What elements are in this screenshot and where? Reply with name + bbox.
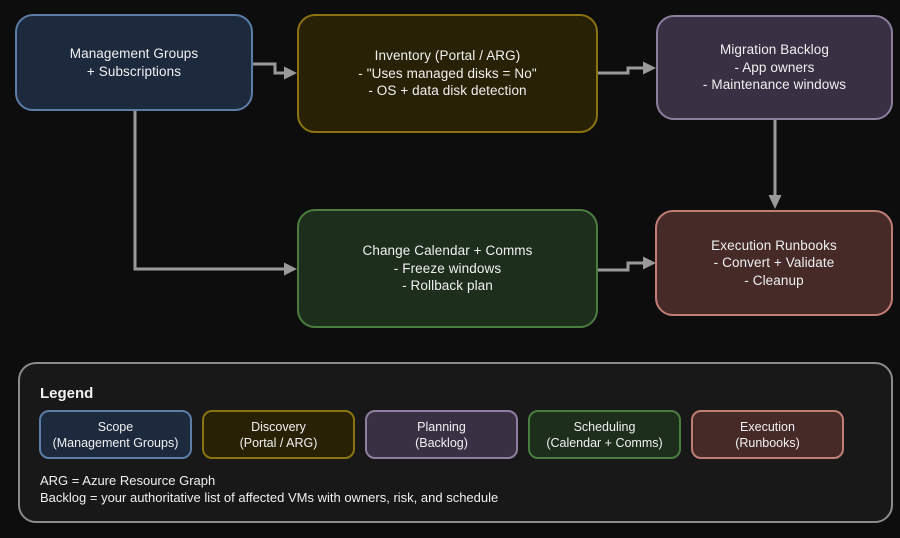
legend-swatch-subtitle: (Backlog) [415, 435, 468, 450]
arrowhead-execution-top [768, 195, 782, 209]
node-execution-line: - Cleanup [744, 272, 804, 288]
legend-notes: ARG = Azure Resource Graph Backlog = you… [40, 473, 498, 506]
node-scope: Management Groups + Subscriptions [15, 14, 253, 111]
legend-swatch-subtitle: (Runbooks) [735, 435, 800, 450]
legend-panel: Legend Scope (Management Groups) Discove… [18, 362, 893, 523]
node-discovery-line: - OS + data disk detection [368, 83, 527, 99]
node-discovery: Inventory (Portal / ARG) - "Uses managed… [297, 14, 598, 133]
node-scheduling-line: - Rollback plan [402, 278, 493, 294]
connector-scheduling-to-execution [598, 261, 644, 272]
node-scheduling-line: - Freeze windows [393, 260, 502, 276]
node-discovery-line: - "Uses managed disks = No" [358, 65, 537, 81]
connector-scope-to-scheduling [133, 111, 285, 271]
arrowhead-execution-left [643, 256, 656, 270]
legend-swatch-planning: Planning (Backlog) [365, 410, 518, 459]
node-scheduling-line: Change Calendar + Comms [362, 243, 533, 259]
legend-note-arg: ARG = Azure Resource Graph [40, 473, 216, 488]
legend-swatch-discovery: Discovery (Portal / ARG) [202, 410, 355, 459]
node-planning-line: - Maintenance windows [702, 77, 847, 93]
node-execution-line: Execution Runbooks [711, 237, 837, 253]
legend-note-backlog: Backlog = your authoritative list of aff… [40, 489, 499, 505]
legend-swatch-title: Scope [97, 419, 134, 434]
legend-swatch-title: Execution [740, 419, 795, 434]
arrowhead-discovery [284, 66, 297, 80]
legend-swatch-scheduling: Scheduling (Calendar + Comms) [528, 410, 681, 459]
legend-swatch-title: Planning [417, 419, 466, 434]
node-planning: Migration Backlog - App owners - Mainten… [656, 15, 893, 120]
legend-swatch-title: Scheduling [573, 419, 636, 434]
node-planning-line: - App owners [734, 59, 815, 75]
node-discovery-line: Inventory (Portal / ARG) [374, 48, 521, 64]
legend-swatch-subtitle: (Calendar + Comms) [546, 435, 663, 450]
legend-title: Legend [40, 385, 94, 402]
arrowhead-scheduling [284, 262, 297, 276]
legend-swatch-subtitle: (Management Groups) [52, 435, 179, 450]
legend-swatch-subtitle: (Portal / ARG) [239, 435, 318, 450]
node-scheduling: Change Calendar + Comms - Freeze windows… [297, 209, 598, 328]
legend-swatch-execution: Execution (Runbooks) [691, 410, 844, 459]
legend-swatch-scope: Scope (Management Groups) [39, 410, 192, 459]
connector-discovery-to-planning [598, 66, 644, 75]
node-execution-line: - Convert + Validate [713, 255, 835, 271]
node-planning-line: Migration Backlog [719, 42, 829, 58]
arrowhead-planning [643, 61, 656, 75]
legend-swatch-title: Discovery [251, 419, 306, 434]
connector-scope-to-discovery [253, 62, 285, 75]
node-scope-line: + Subscriptions [86, 63, 182, 79]
legend-swatches: Scope (Management Groups) Discovery (Por… [39, 410, 844, 459]
node-execution: Execution Runbooks - Convert + Validate … [655, 210, 893, 316]
node-scope-line: Management Groups [69, 46, 199, 61]
